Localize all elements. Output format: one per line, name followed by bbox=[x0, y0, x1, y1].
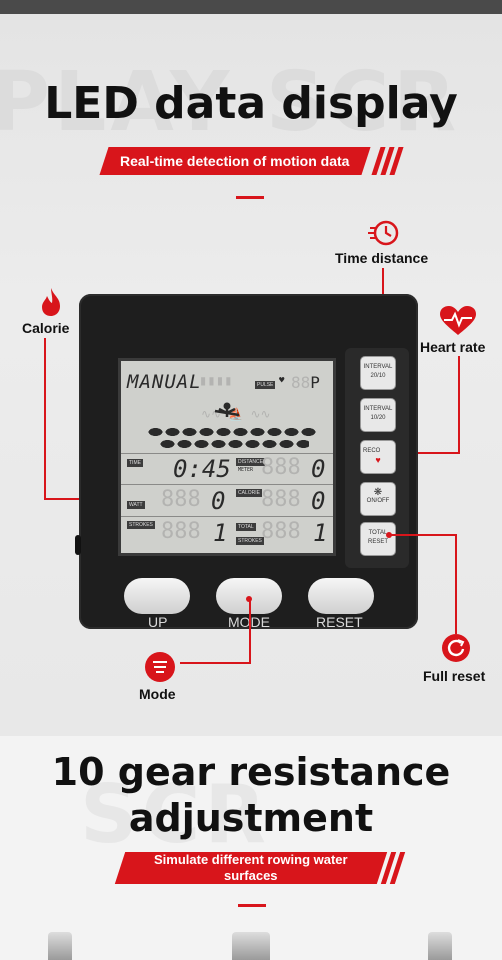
banner-stripes bbox=[371, 147, 404, 175]
total-reset-button[interactable]: TOTAL RESET bbox=[360, 522, 396, 556]
snowflake-icon: ❋ bbox=[373, 487, 383, 498]
section-subtitle-banner: Simulate different rowing water surfaces bbox=[114, 852, 388, 884]
up-button[interactable] bbox=[124, 578, 190, 614]
lcd-pulse-label: PULSE bbox=[255, 381, 276, 389]
line-calorie-v bbox=[44, 338, 46, 500]
lcd-total-strokes-label: STROKES bbox=[236, 537, 264, 545]
line-mode-h bbox=[180, 662, 251, 664]
up-button-label: UP bbox=[148, 614, 168, 630]
top-bar bbox=[0, 0, 502, 14]
interval-10-20-button[interactable]: INTERVAL 10/20 bbox=[360, 398, 396, 432]
lcd-divider-1 bbox=[121, 453, 333, 454]
on-off-button[interactable]: ❋ ON/OFF bbox=[360, 482, 396, 516]
lcd-distance-value: 0 bbox=[311, 455, 326, 483]
interval-20-10-button[interactable]: INTERVAL 20/10 bbox=[360, 356, 396, 390]
heartbeat-icon bbox=[440, 306, 476, 335]
label-time-distance: Time distance bbox=[335, 250, 429, 266]
section-subtitle-line1: Simulate different rowing water bbox=[154, 852, 348, 867]
lcd-calorie-label: CALORIE bbox=[236, 489, 262, 497]
background-watermark: PLAY SCR bbox=[0, 55, 461, 150]
label-full-reset: Full reset bbox=[423, 668, 486, 684]
subtitle-text: Real-time detection of motion data bbox=[120, 153, 350, 169]
lcd-oar-dots-row2 bbox=[159, 439, 309, 449]
lcd-ghost-blocks: ▮▮▮▮ bbox=[199, 373, 233, 389]
total-reset-line1: TOTAL bbox=[368, 530, 388, 536]
lcd-time-label: TIME bbox=[127, 459, 143, 467]
timer-icon bbox=[368, 220, 399, 246]
resistance-section bbox=[0, 736, 502, 960]
lcd-calorie-value: 0 bbox=[311, 487, 326, 515]
heart-icon: ♥ bbox=[375, 455, 381, 465]
section-subtitle-line2: surfaces bbox=[224, 868, 278, 883]
total-reset-line2: RESET bbox=[367, 539, 388, 545]
lcd-total-strokes-value: 1 bbox=[313, 519, 328, 547]
lcd-pulse-digits: 88P bbox=[291, 373, 320, 392]
line-reset-h bbox=[390, 534, 456, 536]
lcd-strokes-ghost: 888 bbox=[161, 519, 201, 544]
lcd-strokes-value: 1 bbox=[213, 519, 228, 547]
line-heart-v bbox=[458, 356, 460, 454]
divider-dash-2 bbox=[238, 904, 266, 907]
lcd-divider-3 bbox=[121, 516, 333, 517]
subtitle-banner: Real-time detection of motion data bbox=[99, 147, 371, 175]
section-title-line1: 10 gear resistance bbox=[51, 750, 451, 794]
divider-dash bbox=[236, 196, 264, 199]
dot-mode bbox=[246, 596, 252, 602]
interval-10-20-line2: 10/20 bbox=[370, 415, 386, 421]
reset-button[interactable] bbox=[308, 578, 374, 614]
section-title-line2: adjustment bbox=[128, 796, 374, 840]
lcd-watt-label: WATT bbox=[127, 501, 145, 509]
lcd-strokes-label: STROKES bbox=[127, 521, 155, 529]
label-heart-rate: Heart rate bbox=[420, 339, 486, 355]
label-calorie: Calorie bbox=[22, 320, 70, 336]
dot-full-reset bbox=[386, 532, 392, 538]
interval-20-10-line2: 20/10 bbox=[370, 373, 386, 379]
lcd-distance-label: DISTANCE bbox=[236, 458, 265, 466]
rower-graphic bbox=[214, 402, 240, 417]
lcd-distance-ghost: 888 bbox=[261, 455, 301, 480]
lcd-watt-value: 0 bbox=[211, 487, 226, 515]
banner-stripes-2 bbox=[380, 852, 406, 884]
lcd-calorie-ghost: 888 bbox=[261, 487, 301, 512]
menu-icon bbox=[145, 652, 175, 682]
page-title: LED data display bbox=[44, 78, 458, 129]
lcd-divider-2 bbox=[121, 484, 333, 485]
lcd-meter-label: METER bbox=[238, 467, 254, 473]
line-heart-h bbox=[382, 452, 460, 454]
recovery-button[interactable]: RECO ♥ bbox=[360, 440, 396, 474]
lcd-mode-text: MANUAL bbox=[127, 371, 202, 393]
reset-icon bbox=[442, 634, 470, 662]
interval-10-20-line1: INTERVAL bbox=[363, 406, 393, 412]
flame-icon bbox=[42, 288, 60, 316]
device-side-knob bbox=[75, 535, 81, 555]
on-off-label: ON/OFF bbox=[366, 498, 390, 504]
lcd-total-strokes-ghost: 888 bbox=[261, 519, 301, 544]
lcd-watt-ghost: 888 bbox=[161, 487, 201, 512]
heart-icon: ♥ bbox=[279, 376, 285, 386]
background-watermark-2: SCR bbox=[80, 768, 270, 861]
rower-part-left bbox=[48, 932, 72, 960]
recovery-label: RECO bbox=[363, 448, 381, 454]
rower-part-center bbox=[232, 932, 270, 960]
lcd-time-value: 0:45 bbox=[173, 455, 231, 483]
line-mode-v bbox=[249, 600, 251, 663]
line-reset-v bbox=[455, 534, 457, 634]
interval-20-10-line1: INTERVAL bbox=[363, 364, 393, 370]
lcd-screen: MANUAL ▮▮▮▮ PULSE ♥ 88P ∿∿ ⛵ ∿∿ TIME 0:4… bbox=[118, 358, 336, 556]
rower-part-right bbox=[428, 932, 452, 960]
lcd-total-label: TOTAL bbox=[236, 523, 256, 531]
label-mode: Mode bbox=[139, 686, 176, 702]
reset-button-label: RESET bbox=[316, 614, 363, 630]
lcd-oar-dots-row1 bbox=[147, 427, 317, 437]
